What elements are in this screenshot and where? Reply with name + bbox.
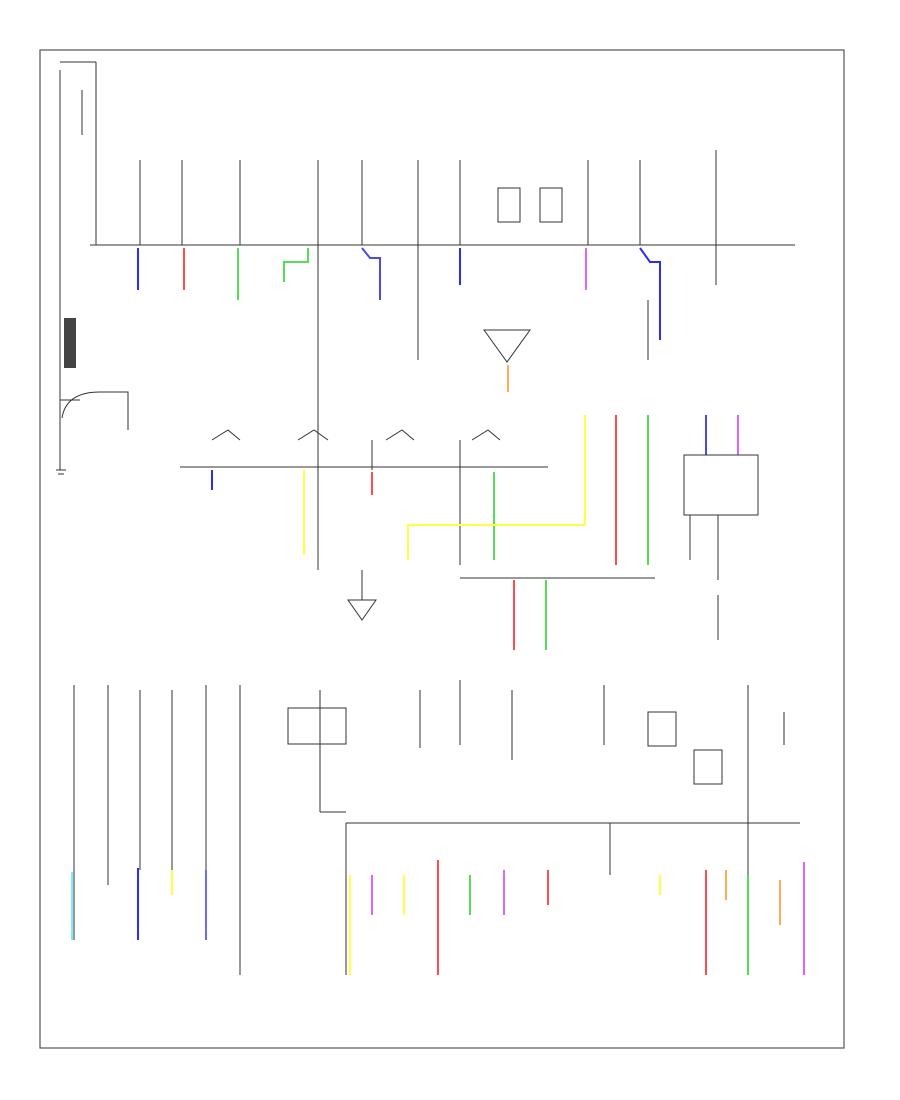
relay-box-2	[539, 187, 563, 223]
wire-darkblue-1	[361, 247, 381, 300]
diagram-frame	[39, 49, 845, 1049]
sensor-triangle-2	[347, 599, 377, 621]
relay-box-3	[683, 454, 759, 516]
wire-yellow-2	[407, 415, 586, 560]
right-relay-group	[683, 415, 759, 640]
battery-feed-section	[56, 61, 129, 475]
relay-box-5	[647, 711, 677, 747]
middle-switch-section	[180, 415, 655, 650]
wire-green-2	[283, 248, 309, 282]
lower-fuse-block	[71, 680, 805, 975]
wire-blue-3	[639, 247, 661, 340]
fusible-link	[64, 318, 76, 368]
relay-box-6	[693, 749, 723, 785]
relay-box-1	[497, 187, 521, 223]
upper-fuse-block	[90, 150, 795, 570]
sensor-triangle-1	[483, 329, 531, 363]
relay-box-4	[287, 707, 347, 745]
